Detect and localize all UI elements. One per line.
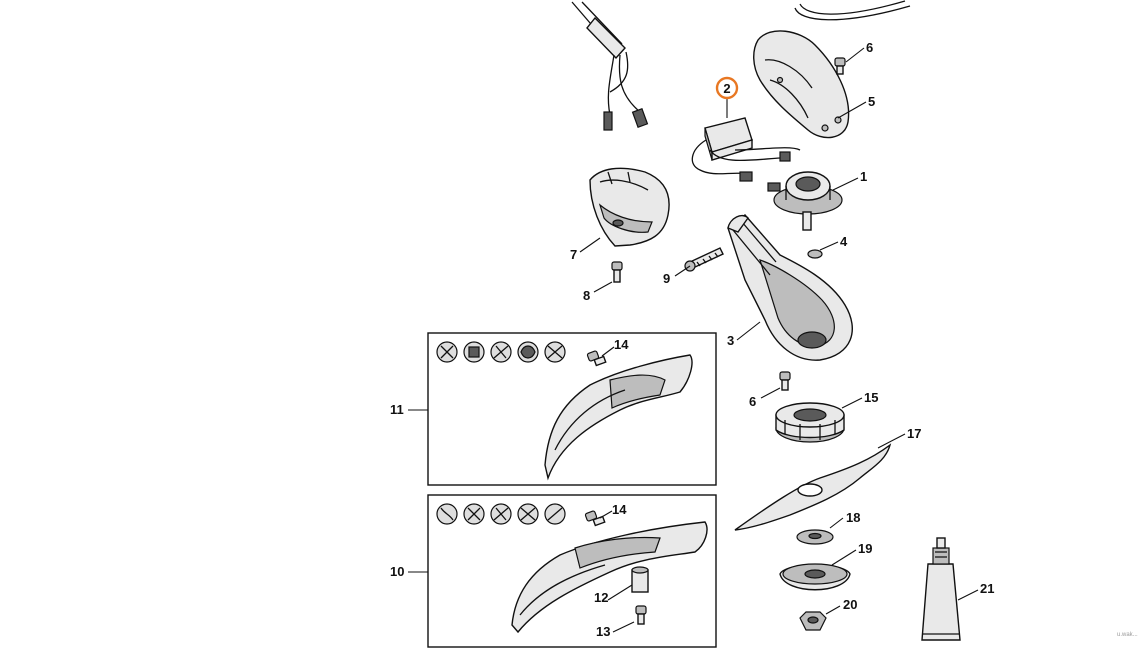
motor	[773, 171, 843, 231]
thrust-plate	[796, 529, 834, 545]
application-symbols	[436, 503, 566, 525]
callout-20: 20	[843, 597, 857, 612]
callout-10: 10	[390, 564, 404, 579]
motor-cover	[753, 30, 850, 139]
callout-15: 15	[864, 390, 878, 405]
screw	[779, 371, 791, 391]
mowing-head-nut	[799, 611, 827, 631]
screw	[635, 605, 647, 625]
callout-7: 7	[570, 247, 577, 262]
bushing	[631, 566, 649, 593]
power-cable	[571, 1, 649, 131]
drive-hub	[775, 402, 845, 443]
screw	[584, 510, 606, 527]
washer	[807, 249, 823, 259]
callout-12: 12	[594, 590, 608, 605]
application-symbols	[436, 341, 566, 363]
callout-19: 19	[858, 541, 872, 556]
callout-21: 21	[980, 581, 994, 596]
screw	[611, 261, 623, 283]
rider-plate	[779, 563, 851, 591]
gear-housing	[727, 214, 853, 361]
callout-1: 1	[860, 169, 867, 184]
electronic-module	[691, 117, 801, 192]
grease-tube	[921, 537, 961, 641]
callout-5: 5	[868, 94, 875, 109]
deflector-box-11	[427, 332, 717, 486]
callout-2[interactable]: 2	[723, 81, 730, 96]
deflector	[511, 521, 708, 634]
leader-lines	[408, 47, 979, 633]
cutting-blade	[734, 443, 892, 531]
top-cable-arc	[794, 5, 911, 21]
callout-17: 17	[907, 426, 921, 441]
callout-4: 4	[840, 234, 848, 249]
screw	[586, 350, 607, 367]
callout-3: 3	[727, 333, 734, 348]
callout-6-bottom: 6	[749, 394, 756, 409]
callout-14-lower: 14	[612, 502, 627, 517]
callout-9: 9	[663, 271, 670, 286]
callout-6-top: 6	[866, 40, 873, 55]
highlight-ring[interactable]	[715, 76, 739, 100]
screw	[834, 57, 846, 75]
deflector	[544, 354, 693, 481]
screw	[684, 247, 724, 272]
callout-13: 13	[596, 624, 610, 639]
callout-8: 8	[583, 288, 590, 303]
callout-14-upper: 14	[614, 337, 629, 352]
deflector-box-10	[427, 494, 717, 648]
housing-half	[589, 167, 670, 247]
watermark: u.wak...	[1117, 632, 1138, 638]
callout-18: 18	[846, 510, 860, 525]
callout-11: 11	[390, 402, 404, 417]
